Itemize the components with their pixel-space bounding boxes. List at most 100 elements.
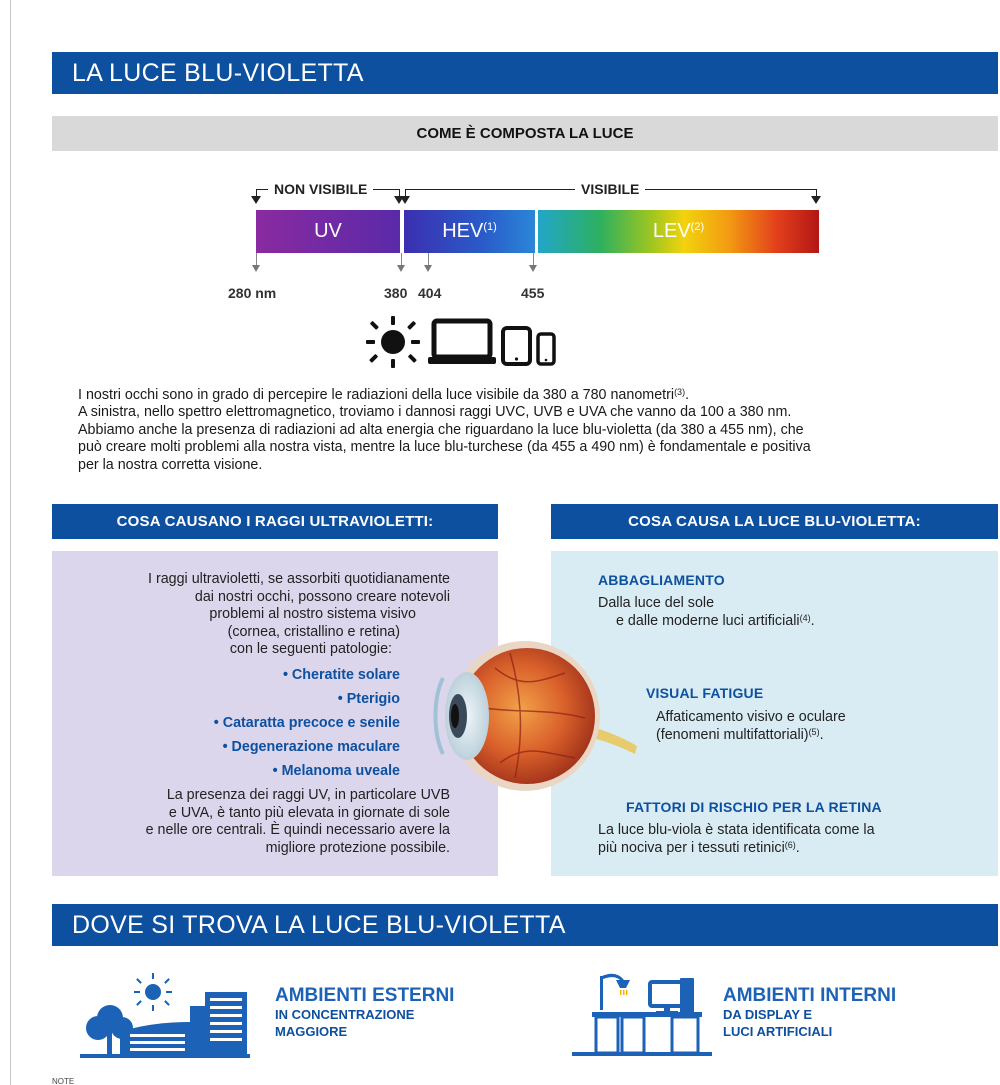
tick-arrow-icon (397, 265, 405, 272)
footnote-6: (6) (784, 840, 796, 850)
uv-outro-line: La presenza dei raggi UV, in particolare… (166, 787, 450, 803)
band-lev-footnote: (2) (690, 221, 705, 233)
tick-label-280: 280 nm (228, 285, 277, 301)
outdoor-environment-icon (80, 973, 250, 1058)
visual-fatigue-heading: VISUAL FATIGUE (646, 685, 764, 701)
intro-line-5: per la nostra corretta visione. (78, 456, 263, 473)
uv-intro-text: I raggi ultravioletti, se assorbiti quot… (148, 571, 450, 659)
tick-label-455: 455 (521, 285, 545, 301)
uv-panel-title: COSA CAUSANO I RAGGI ULTRAVIOLETTI: (52, 504, 498, 539)
band-hev-footnote: (1) (483, 221, 497, 233)
indoor-subtitle: DA DISPLAY E LUCI ARTIFICIALI (723, 1006, 832, 1040)
footnote-5: (5) (808, 727, 820, 737)
arrow-down-icon (251, 196, 261, 204)
glare-line-2: e dalle moderne luci artificiali(4). (616, 612, 815, 630)
uv-pathology-list: • Cheratite solare • Pterigio • Cataratt… (214, 667, 400, 787)
band-uv: UV (256, 210, 400, 253)
tick-380 (401, 253, 402, 265)
fatigue-line-2-text: (fenomeni multifattoriali) (656, 727, 809, 743)
uv-outro-text: La presenza dei raggi UV, in particolare… (146, 787, 450, 857)
intro-line-1-text: I nostri occhi sono in grado di percepir… (78, 387, 675, 403)
page-left-border (10, 0, 11, 1085)
retina-line-2-end: . (795, 840, 800, 856)
intro-line-1: I nostri occhi sono in grado di percepir… (78, 387, 978, 404)
visible-label: VISIBILE (575, 181, 646, 197)
fatigue-line-1: Affaticamento visivo e oculare (656, 709, 846, 725)
uv-intro-line: I raggi ultravioletti, se assorbiti quot… (148, 571, 450, 587)
bracket-right-stem (816, 189, 817, 197)
smartphone-icon (536, 332, 556, 366)
section-title-dove-si-trova: DOVE SI TROVA LA LUCE BLU-VIOLETTA (52, 904, 998, 946)
tick-label-380: 380 (384, 285, 408, 301)
section-title-luce-blu-violetta: LA LUCE BLU-VIOLETTA (52, 52, 998, 94)
laptop-icon (428, 318, 496, 364)
tick-label-404: 404 (418, 285, 442, 301)
footnote-4: (4) (799, 613, 811, 623)
glare-text: Dalla luce del sole e dalle moderne luci… (598, 594, 815, 630)
retina-line-1: La luce blu-viola è stata identificata c… (598, 822, 875, 838)
intro-line-1-end: . (685, 387, 690, 403)
glare-line-1: Dalla luce del sole (598, 595, 715, 611)
light-sources-icons (366, 316, 556, 368)
tick-arrow-icon (529, 265, 537, 272)
list-item: • Degenerazione maculare (222, 739, 400, 755)
indoor-sub-line-2: LUCI ARTIFICIALI (723, 1024, 833, 1039)
tablet-icon (501, 326, 532, 366)
eye-anatomy-illustration (433, 641, 637, 791)
arrow-down-icon (394, 196, 404, 204)
band-uv-label: UV (314, 220, 342, 242)
intro-line-3: Abbiamo anche la presenza di radiazioni … (78, 421, 804, 438)
uv-outro-line: e nelle ore centrali. È quindi necessari… (145, 822, 450, 839)
glare-heading: ABBAGLIAMENTO (598, 572, 725, 588)
list-item: • Pterigio (337, 691, 400, 707)
retina-line-2: più nociva per i tessuti retinici(6). (598, 839, 875, 857)
composition-title: COME È COMPOSTA LA LUCE (52, 116, 998, 151)
bracket-mid-stem (399, 189, 400, 197)
glare-line-2-text: e dalle moderne luci artificiali (616, 613, 800, 629)
notes-label: NOTE (52, 1077, 75, 1085)
band-lev: LEV(2) (538, 210, 819, 253)
uv-panel (52, 551, 498, 876)
uv-intro-line: problemi al nostro sistema visivo (209, 606, 416, 623)
retina-risk-text: La luce blu-viola è stata identificata c… (598, 821, 875, 857)
blue-panel-title: COSA CAUSA LA LUCE BLU-VIOLETTA: (551, 504, 998, 539)
arrow-down-icon (811, 196, 821, 204)
list-item: • Cataratta precoce e senile (213, 715, 400, 731)
glare-line-2-end: . (810, 613, 815, 629)
bracket-visible-left-stem (405, 189, 406, 197)
footnote-3: (3) (674, 387, 686, 397)
outdoor-subtitle: IN CONCENTRAZIONE MAGGIORE (275, 1006, 414, 1040)
retina-risk-heading: FATTORI DI RISCHIO PER LA RETINA (626, 799, 882, 815)
bracket-left-stem (256, 189, 257, 197)
outdoor-sub-line-1: IN CONCENTRAZIONE (275, 1007, 415, 1022)
tick-404 (428, 253, 429, 265)
band-hev: HEV(1) (404, 210, 535, 253)
uv-intro-line: (cornea, cristallino e retina) (227, 623, 400, 640)
intro-line-4: può creare molti problemi alla nostra vi… (78, 439, 811, 456)
list-item: • Cheratite solare (282, 667, 400, 683)
intro-line-2: A sinistra, nello spettro elettromagneti… (78, 404, 792, 421)
retina-line-2-text: più nociva per i tessuti retinici (598, 840, 785, 856)
blue-panel (551, 551, 998, 876)
tick-arrow-icon (424, 265, 432, 272)
visual-fatigue-text: Affaticamento visivo e oculare (fenomeni… (656, 708, 846, 744)
outdoor-heading: AMBIENTI ESTERNI (275, 985, 455, 1006)
non-visible-label: NON VISIBILE (268, 181, 374, 197)
indoor-environment-icon (572, 973, 712, 1056)
sun-icon (366, 316, 420, 368)
arrow-down-icon (400, 196, 410, 204)
indoor-heading: AMBIENTI INTERNI (723, 985, 897, 1006)
uv-outro-line: migliore protezione possibile. (265, 839, 450, 856)
outdoor-sub-line-2: MAGGIORE (275, 1024, 348, 1039)
tick-arrow-icon (252, 265, 260, 272)
fatigue-line-2: (fenomeni multifattoriali)(5). (656, 726, 846, 744)
intro-paragraph: I nostri occhi sono in grado di percepir… (78, 387, 978, 474)
uv-intro-line: dai nostri occhi, possono creare notevol… (194, 588, 450, 605)
tick-280 (256, 253, 257, 265)
band-lev-label: LEV (652, 220, 691, 242)
band-hev-label: HEV (442, 220, 484, 242)
list-item: • Melanoma uveale (272, 763, 400, 779)
tick-455 (533, 253, 534, 265)
fatigue-line-2-end: . (819, 727, 824, 743)
uv-intro-line: con le seguenti patologie: (229, 641, 392, 658)
